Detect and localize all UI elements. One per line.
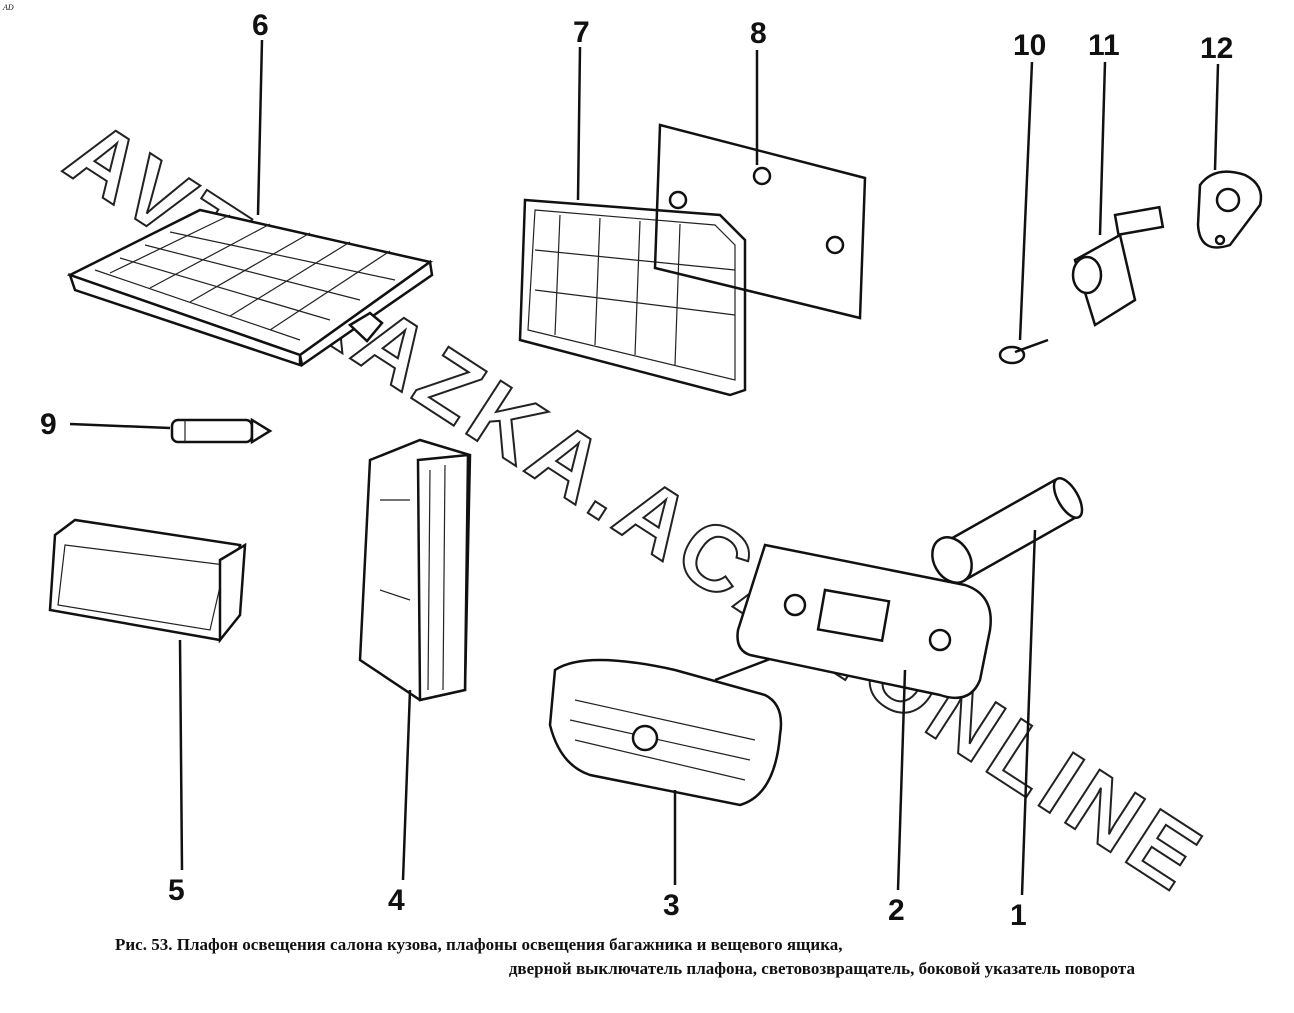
- part-10-screw: [998, 338, 1049, 365]
- part-12-washer: [1196, 170, 1263, 249]
- part-8-gasket: [653, 123, 867, 320]
- callout-4: 4: [388, 884, 405, 917]
- part-3-side-indicator: [548, 638, 821, 807]
- callout-11: 11: [1088, 29, 1120, 62]
- callout-1: 1: [1010, 899, 1027, 932]
- callout-9: 9: [40, 408, 57, 441]
- callout-7: 7: [573, 16, 590, 49]
- leader-lines: [69, 39, 1220, 896]
- part-11-door-switch: [1071, 205, 1165, 327]
- caption-line-2: дверной выключатель плафона, световозвра…: [508, 959, 1135, 978]
- figure-caption: Рис. 53. Плафон освещения салона кузова,…: [115, 933, 1135, 981]
- part-6-interior-lamp: [66, 208, 434, 368]
- callout-5: 5: [168, 874, 185, 907]
- part-9-bulb: [170, 417, 273, 445]
- callout-2: 2: [888, 894, 905, 927]
- part-2-gasket: [736, 543, 992, 700]
- caption-line-1: Рис. 53. Плафон освещения салона кузова,…: [115, 935, 843, 954]
- callout-10: 10: [1013, 29, 1046, 62]
- callout-6: 6: [252, 9, 269, 42]
- part-5-glovebox-lamp: [48, 518, 247, 644]
- callout-12: 12: [1200, 32, 1233, 65]
- part-1-socket: [931, 477, 1084, 584]
- part-4-trunk-lamp: [358, 438, 472, 702]
- callout-8: 8: [750, 17, 767, 50]
- callout-3: 3: [663, 889, 680, 922]
- part-7-reflector: [518, 198, 747, 397]
- corner-mark: AD: [3, 3, 14, 12]
